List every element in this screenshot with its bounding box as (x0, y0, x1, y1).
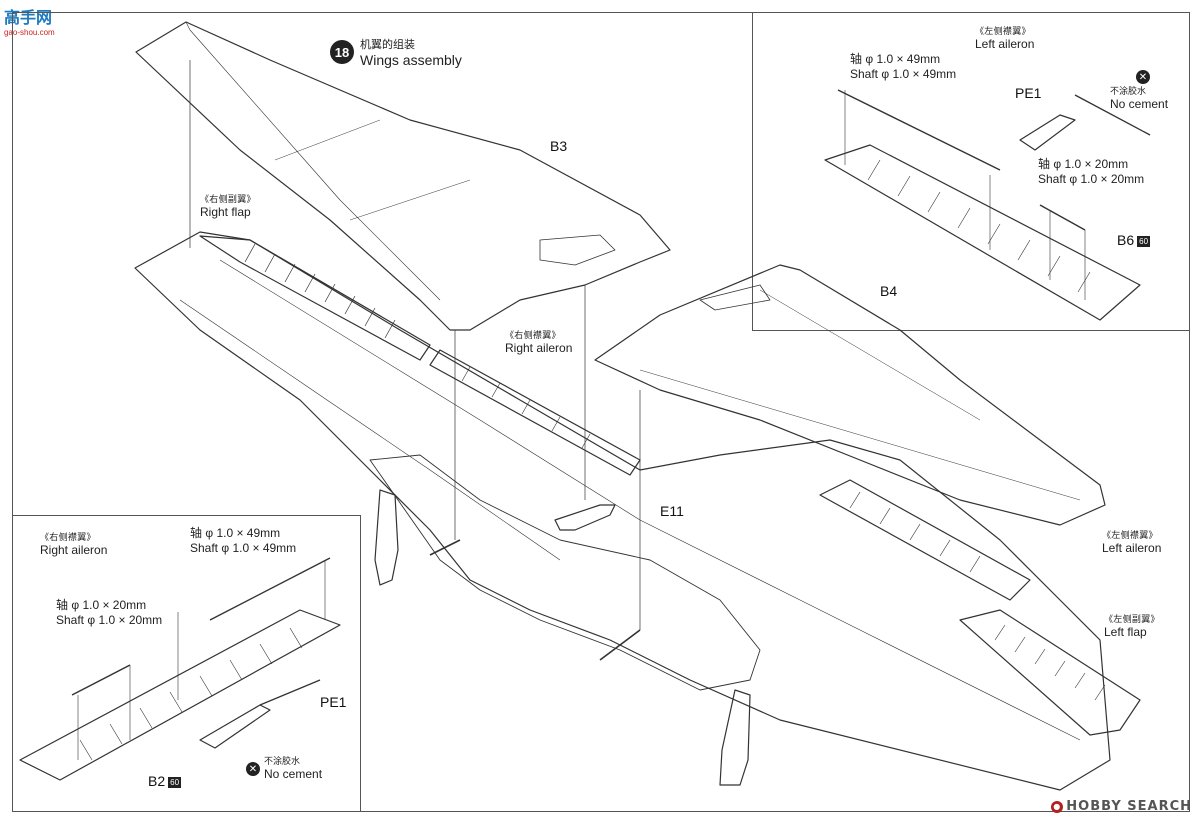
no-cement-icon: ✕ (246, 762, 260, 777)
part-centre-section (369, 454, 761, 691)
part-left-flap (959, 609, 1141, 736)
outer-frame (12, 12, 1190, 812)
shaft-bottom-short-en: Shaft φ 1.0 × 20mm (56, 613, 163, 627)
shaft-top-short-en: Shaft φ 1.0 × 20mm (1038, 172, 1145, 186)
step-number: 18 (330, 40, 354, 64)
watermark-subtitle: gao-shou.com (4, 28, 55, 37)
inset-right-aileron-frame (12, 515, 361, 811)
part-label-pe1-bottom: PE1 (320, 694, 347, 710)
part-label-pe1-top: PE1 (1015, 85, 1042, 101)
part-label-b4: B4 (880, 283, 898, 299)
label-right-aileron: 《右侧襟翼》 Right aileron (505, 330, 572, 356)
part-label-b2-text: B2 (148, 773, 166, 789)
no-cement-bottom: ✕ 不涂胶水 No cement (246, 756, 322, 782)
inset-top-aileron (824, 144, 1141, 321)
no-cement-top-cn: 不涂胶水 (1110, 86, 1147, 96)
label-inset-right-aileron-en: Right aileron (40, 543, 108, 558)
shaft-bottom-short-cn: 轴 φ 1.0 × 20mm (56, 598, 147, 612)
part-e11 (554, 504, 616, 531)
label-left-flap: 《左侧副翼》 Left flap (1104, 614, 1160, 640)
label-left-aileron-top-cn: 《左侧襟翼》 (975, 26, 1031, 36)
label-left-flap-cn: 《左侧副翼》 (1104, 614, 1160, 624)
no-cement-bottom-cn: 不涂胶水 (264, 756, 301, 766)
no-cement-bottom-en: No cement (264, 767, 323, 782)
shaft-bottom-long-en: Shaft φ 1.0 × 49mm (190, 541, 297, 555)
landing-gear-right (374, 489, 399, 586)
label-left-flap-en: Left flap (1104, 625, 1147, 640)
label-right-aileron-en: Right aileron (505, 341, 573, 356)
shaft-bottom-short: 轴 φ 1.0 × 20mm Shaft φ 1.0 × 20mm (56, 598, 162, 628)
landing-gear-left (719, 689, 751, 786)
part-b3-upper-wing (135, 21, 671, 331)
corner-watermark-text: HOBBY SEARCH (1066, 799, 1192, 814)
part-lower-wing (134, 231, 1111, 791)
label-right-flap-en: Right flap (200, 205, 251, 220)
part-left-aileron (819, 479, 1031, 601)
shaft-top-short-cn: 轴 φ 1.0 × 20mm (1038, 157, 1129, 171)
shaft-top-long-cn: 轴 φ 1.0 × 49mm (850, 52, 941, 66)
corner-watermark-icon: ● (1051, 800, 1064, 813)
label-right-flap-cn: 《右侧副翼》 (200, 194, 256, 204)
label-left-aileron-top-en: Left aileron (975, 37, 1035, 52)
inset-bottom-aileron (19, 609, 341, 781)
no-cement-top-en: No cement (1110, 97, 1169, 112)
inset-bottom-pe1 (199, 704, 271, 749)
part-b6-badge: 60 (1137, 235, 1151, 247)
corner-watermark: ●HOBBY SEARCH (1051, 799, 1192, 814)
no-cement-top: ✕ 不涂胶水 No cement (1110, 70, 1168, 112)
label-inset-right-aileron: 《右侧襟翼》 Right aileron (40, 532, 107, 558)
no-cement-icon: ✕ (1136, 70, 1150, 84)
shaft-bottom-long: 轴 φ 1.0 × 49mm Shaft φ 1.0 × 49mm (190, 526, 296, 556)
shaft-top-long: 轴 φ 1.0 × 49mm Shaft φ 1.0 × 49mm (850, 52, 956, 82)
step-title-cn: 机翼的组装 (360, 39, 415, 51)
label-right-flap: 《右侧副翼》 Right flap (200, 194, 256, 220)
part-right-aileron (429, 349, 641, 476)
shaft-top-long-en: Shaft φ 1.0 × 49mm (850, 67, 957, 81)
inset-top-pe1 (1019, 114, 1076, 151)
label-inset-right-aileron-cn: 《右侧襟翼》 (40, 532, 96, 542)
label-left-aileron-cn: 《左侧襟翼》 (1102, 530, 1158, 540)
shaft-top-short: 轴 φ 1.0 × 20mm Shaft φ 1.0 × 20mm (1038, 157, 1144, 187)
part-b4-upper-wing (594, 264, 1106, 526)
step-header: 18 机翼的组装 Wings assembly (330, 36, 462, 68)
step-title-en: Wings assembly (360, 52, 462, 68)
part-right-flap (199, 235, 431, 361)
part-label-b6-text: B6 (1117, 232, 1135, 248)
label-left-aileron-top: 《左侧襟翼》 Left aileron (975, 26, 1034, 52)
label-left-aileron-en: Left aileron (1102, 541, 1162, 556)
inset-left-aileron-frame (752, 12, 1189, 331)
part-label-b3: B3 (550, 138, 568, 154)
part-label-e11: E11 (660, 503, 684, 519)
shaft-bottom-long-cn: 轴 φ 1.0 × 49mm (190, 526, 281, 540)
part-b2-badge: 60 (168, 776, 182, 788)
label-right-aileron-cn: 《右侧襟翼》 (505, 330, 561, 340)
label-left-aileron: 《左侧襟翼》 Left aileron (1102, 530, 1161, 556)
